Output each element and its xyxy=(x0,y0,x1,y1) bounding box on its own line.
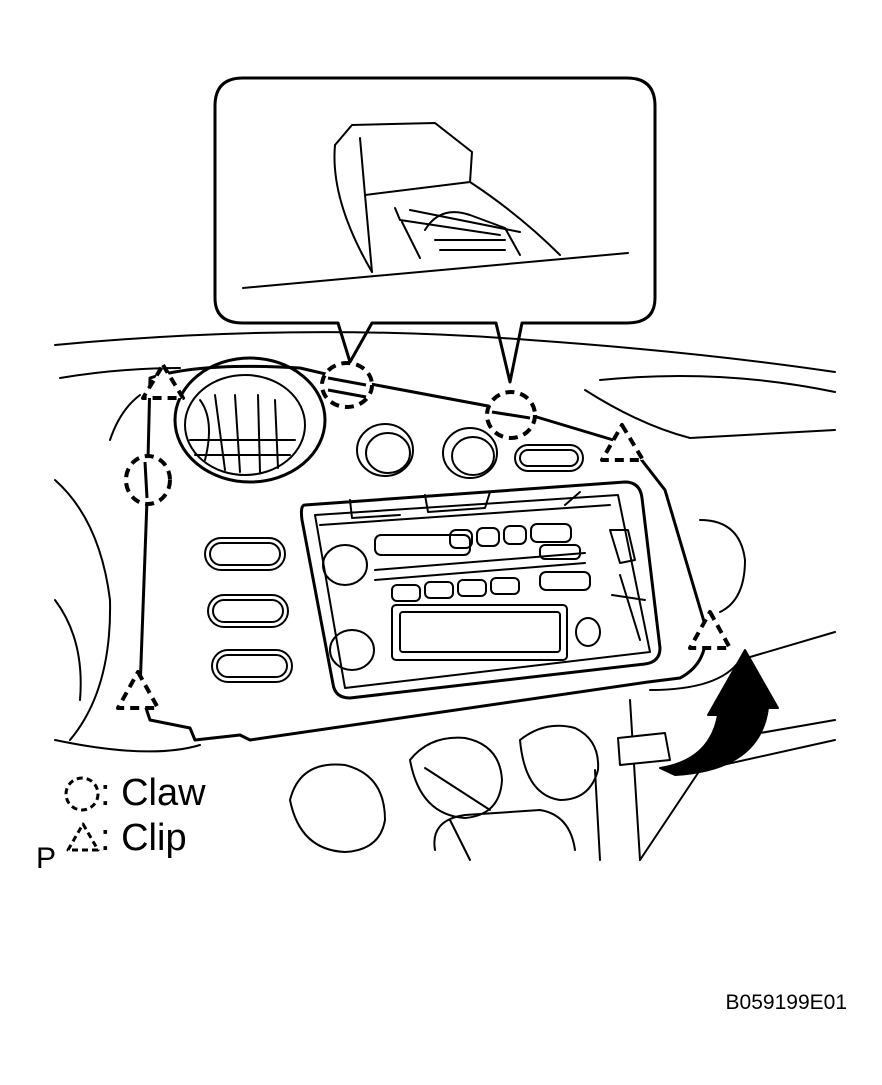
claw-markers xyxy=(124,361,537,506)
removal-direction-arrow xyxy=(617,649,779,776)
side-buttons xyxy=(204,537,293,683)
center-cluster-panel xyxy=(138,364,708,742)
control-knobs xyxy=(356,423,584,479)
clip-marker-top-left xyxy=(141,363,185,400)
claw-marker-inner-lines xyxy=(143,376,531,499)
detail-callout xyxy=(213,76,657,384)
panel-letter: P xyxy=(36,842,56,875)
clip-marker-bottom-left xyxy=(116,670,160,710)
legend-clip-label: : Clip xyxy=(100,817,187,859)
round-air-vent xyxy=(173,356,327,484)
clip-icon xyxy=(66,822,100,852)
claw-marker-left xyxy=(124,454,172,506)
callout-claw-detail xyxy=(242,122,629,289)
clip-marker-right xyxy=(688,610,732,650)
legend: : Claw : Clip P xyxy=(36,772,206,875)
audio-unit xyxy=(299,480,662,700)
legend-claw-label: : Claw xyxy=(100,772,206,814)
clip-markers xyxy=(116,363,732,710)
figure-reference-code: B059199E01 xyxy=(726,991,847,1014)
panel-outline xyxy=(138,364,708,742)
callout-bubble-outline xyxy=(213,76,657,384)
legend-claw: : Claw xyxy=(64,772,206,814)
clip-marker-top-right xyxy=(600,423,645,462)
claw-icon xyxy=(64,776,100,812)
legend-clip: : Clip xyxy=(66,817,187,859)
